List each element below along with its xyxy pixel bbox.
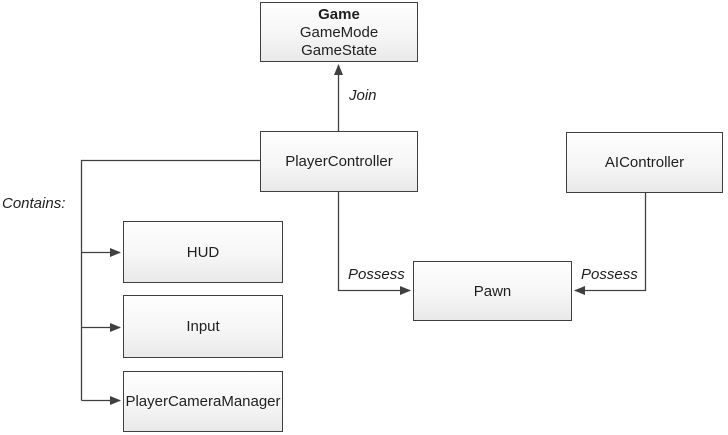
node-hud[interactable]: HUD: [123, 221, 283, 283]
node-aicontroller-label: AIController: [604, 154, 685, 171]
node-hud-label: HUD: [186, 243, 220, 261]
edge-contains-trunk: [80, 159, 260, 401]
edge-label-possess-right: Possess: [581, 266, 638, 283]
edge-label-join: Join: [349, 87, 377, 104]
node-playercameramanager-label: PlayerCameraManager: [125, 393, 281, 410]
node-input-label: Input: [186, 318, 220, 335]
edge-label-possess-left: Possess: [348, 266, 405, 283]
node-pawn[interactable]: Pawn: [413, 261, 572, 321]
node-game-gamemode: GameMode: [299, 24, 379, 41]
node-game[interactable]: Game GameMode GameState: [260, 2, 418, 62]
node-playercontroller-label: PlayerController: [285, 153, 393, 170]
node-input[interactable]: Input: [123, 295, 283, 358]
node-playercameramanager[interactable]: PlayerCameraManager: [123, 371, 283, 432]
node-pawn-label: Pawn: [473, 282, 512, 300]
edge-possess-playercontroller-arrow: [337, 192, 411, 295]
node-playercontroller[interactable]: PlayerController: [260, 131, 418, 192]
edge-label-contains: Contains:: [2, 195, 66, 212]
node-game-title: Game: [318, 6, 360, 23]
node-game-gamestate: GameState: [301, 42, 377, 59]
node-aicontroller[interactable]: AIController: [566, 132, 723, 193]
edge-possess-aicontroller-arrow: [574, 193, 647, 295]
